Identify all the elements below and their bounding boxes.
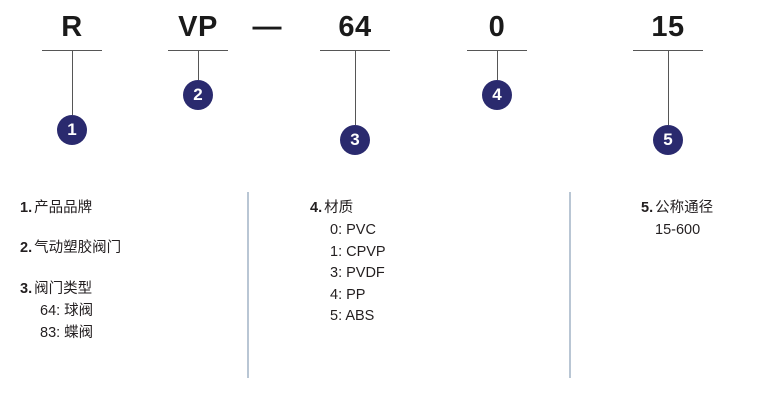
code-underline-3 [320,50,390,51]
legend-entry-4: 4.材质 0: PVC 1: CPVP 3: PVDF 4: PP 5: ABS [310,198,386,328]
legend-subitem: 3: PVDF [330,265,385,281]
code-segment-2: VP 2 [168,0,228,170]
legend-entry-4-sublist: 0: PVC 1: CPVP 3: PVDF 4: PP 5: ABS [310,220,386,328]
legend-entry-3-number: 3 [20,281,29,297]
badge-5: 5 [653,125,683,155]
code-underline-5 [633,50,703,51]
code-segment-4: 0 4 [467,0,527,170]
legend-entry-3: 3.阀门类型 64: 球阀 83: 蝶阀 [20,279,93,344]
code-text-1: R [61,11,83,43]
legend-entry-1-title: 产品品牌 [34,200,93,216]
legend-entry-1-dot: . [28,200,33,216]
legend-subitem: 4: PP [330,286,366,303]
code-segment-1: R 1 [42,0,102,170]
legend-subitem: 64: 球阀 [40,303,94,319]
badge-4: 4 [482,80,512,110]
legend-entry-5-sublist: 15-600 [641,220,713,242]
badge-3: 3 [340,125,370,155]
code-dash-separator: — [252,11,282,43]
badge-1: 1 [57,115,87,145]
code-text-2: VP [178,11,218,43]
legend-entry-3-title: 阀门类型 [34,281,93,297]
code-text-5: 15 [651,11,685,43]
column-divider-right [569,192,571,378]
legend-entry-4-dot: . [318,200,323,216]
leader-line-4 [496,51,498,80]
leader-line-2 [197,51,199,80]
legend-entry-5: 5.公称通径 15-600 [641,198,713,242]
code-text-3: 64 [338,11,372,43]
code-text-4: 0 [488,11,506,43]
legend-entry-5-dot: . [649,200,654,216]
leader-line-1 [71,51,73,115]
leader-line-5 [667,51,669,125]
legend-entry-3-heading: 3.阀门类型 [20,279,93,300]
badge-2: 2 [183,80,213,110]
legend-entry-5-heading: 5.公称通径 [641,198,713,219]
legend-entry-5-number: 5 [641,200,650,216]
legend-entry-3-sublist: 64: 球阀 83: 蝶阀 [20,301,93,344]
code-underline-4 [467,50,527,51]
legend-subitem: 0: PVC [330,222,376,238]
code-segment-5: 15 5 [633,0,703,175]
legend-subitem: 83: 蝶阀 [40,324,94,341]
legend-entry-4-heading: 4.材质 [310,198,386,219]
legend-subitem: 1: CPVP [330,243,386,260]
legend-entry-3-dot: . [28,281,33,297]
legend-entry-1-heading: 1.产品品牌 [20,198,92,219]
legend-entry-2-heading: 2.气动塑胶阀门 [20,238,121,259]
legend-entry-5-title: 公称通径 [655,200,714,216]
legend-entry-4-number: 4 [310,200,319,216]
legend-entry-1: 1.产品品牌 [20,198,92,219]
legend-subitem: 5: ABS [330,308,375,324]
column-divider-left [247,192,249,378]
legend-entry-2: 2.气动塑胶阀门 [20,238,121,259]
legend-entry-2-number: 2 [20,240,29,256]
legend-entry-2-dot: . [28,240,33,256]
code-underline-2 [168,50,228,51]
legend-subitem: 15-600 [655,222,701,238]
legend-entry-2-title: 气动塑胶阀门 [34,240,122,256]
code-underline-1 [42,50,102,51]
legend-entry-1-number: 1 [20,200,29,216]
legend-entry-4-title: 材质 [324,200,354,216]
code-segment-3: 64 3 [320,0,390,175]
leader-line-3 [354,51,356,125]
